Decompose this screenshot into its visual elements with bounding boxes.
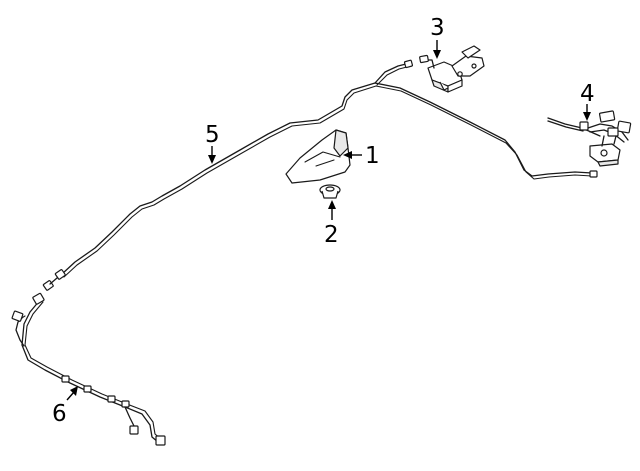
callout-1: 1 [365,143,380,169]
callout-5: 5 [205,122,220,148]
callout-6: 6 [52,401,67,427]
receiver-module-part-4 [547,110,632,167]
callout-4: 4 [580,81,595,107]
callout-2: 2 [324,222,339,248]
callout-3: 3 [430,15,445,41]
antenna-nut-part-2 [319,184,341,199]
cable-harness-part-6 [11,292,166,446]
amplifier-module-part-3 [419,45,485,93]
shark-fin-antenna-part-1 [285,129,351,184]
antenna-cable-part-5 [42,59,598,291]
callout-leaders [66,40,591,401]
